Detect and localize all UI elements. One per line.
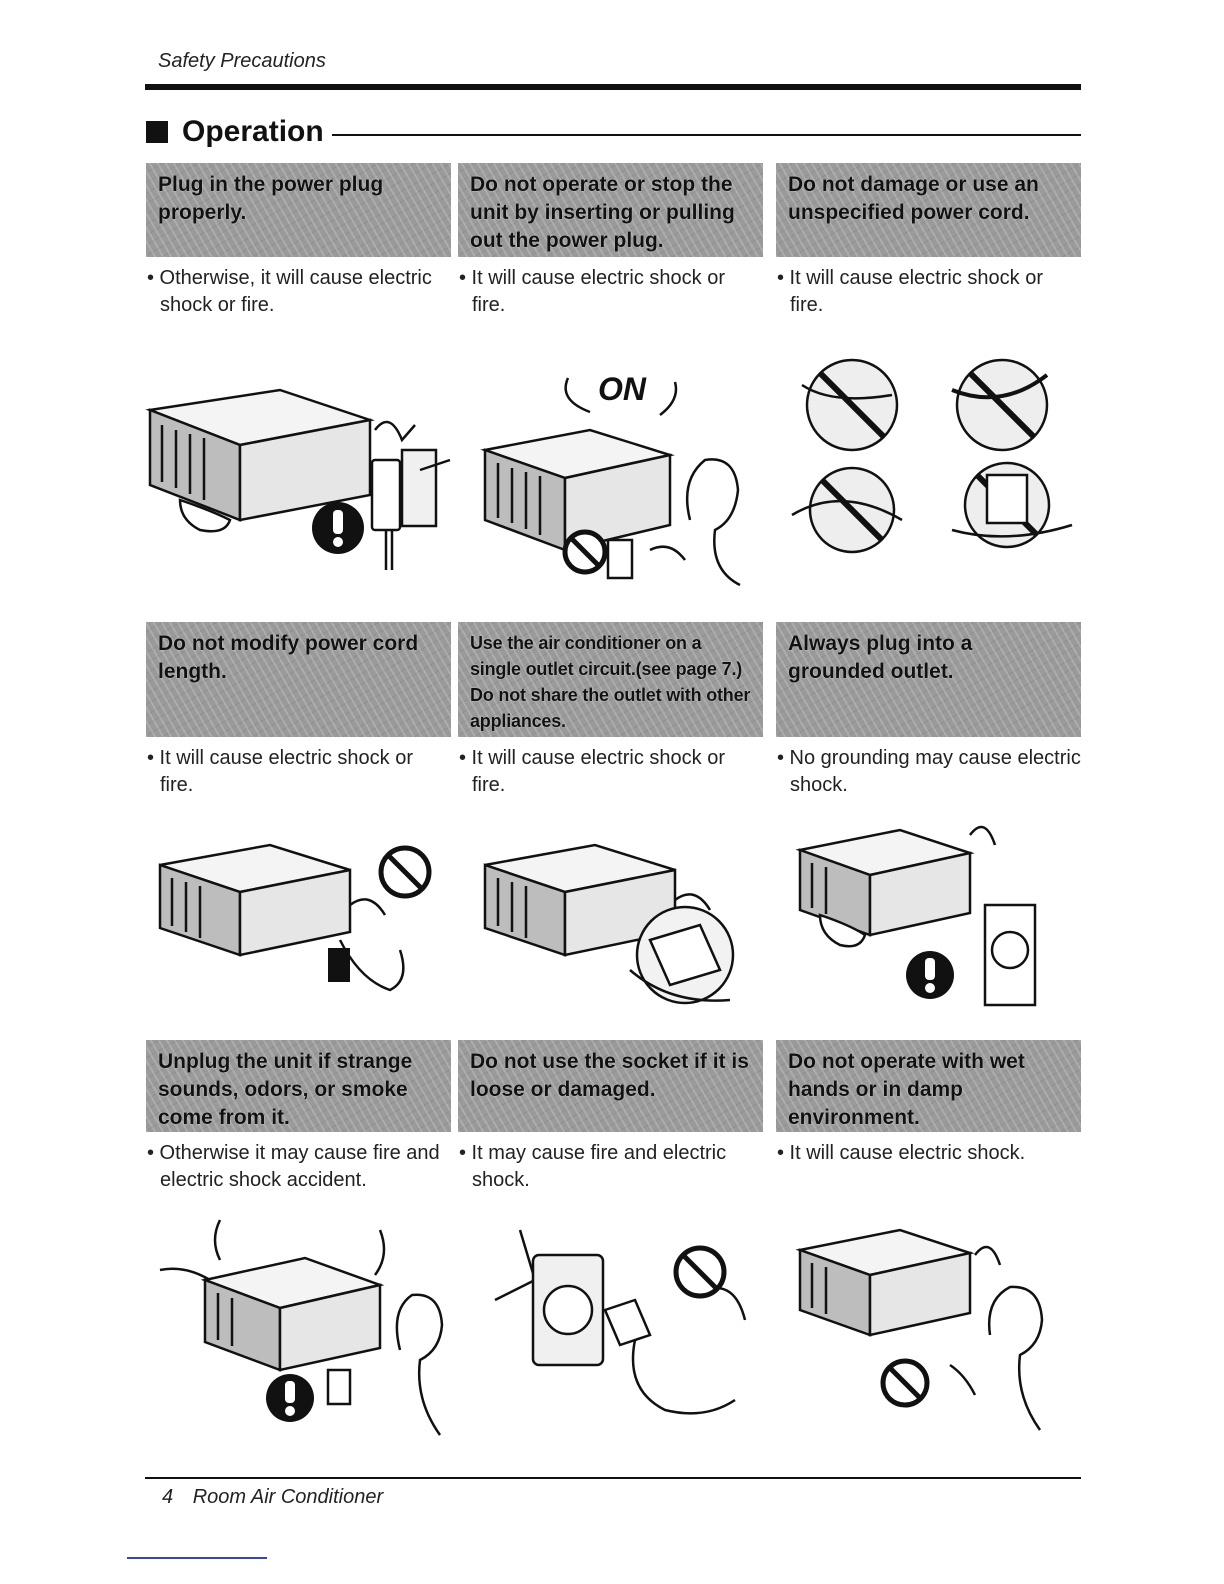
section-rule: [331, 134, 1081, 136]
card-title: Unplug the unit if strange sounds, odors…: [158, 1050, 413, 1129]
card-description: • It will cause electric shock or fire.: [459, 747, 725, 796]
card-title: Do not modify power cord length.: [158, 632, 419, 683]
card-title: Do not operate with wet hands or in damp…: [788, 1050, 1025, 1129]
card-description: • Otherwise it may cause fire and electr…: [147, 1142, 440, 1191]
card-banner: Do not modify power cord length.: [146, 622, 451, 737]
bottom-link-underline: [127, 1557, 267, 1559]
card-banner: Plug in the power plug properly.: [146, 163, 451, 257]
on-callout: ON: [598, 371, 647, 407]
card-banner: Do not damage or use an unspecified powe…: [776, 163, 1081, 257]
illustration-plug-properly: [145, 388, 451, 570]
card-banner: Do not use the socket if it is loose or …: [458, 1040, 763, 1132]
illustration-loose-socket: [494, 1229, 747, 1415]
card-banner: Unplug the unit if strange sounds, odors…: [146, 1040, 451, 1132]
card-description: • It will cause electric shock or fire.: [459, 267, 725, 316]
manual-title: Room Air Conditioner: [192, 1486, 384, 1508]
card-title: Always plug into a grounded outlet.: [788, 632, 973, 683]
card-banner: Always plug into a grounded outlet.: [776, 622, 1081, 737]
page-number: 4: [162, 1486, 174, 1508]
card-banner: Use the air conditioner on a single outl…: [458, 622, 763, 737]
card-description: • It will cause electric shock or fire.: [777, 267, 1043, 316]
card-description: • It may cause fire and electric shock.: [459, 1142, 727, 1191]
card-banner: Do not operate with wet hands or in damp…: [776, 1040, 1081, 1132]
card-power-cord: Do not damage or use an unspecified powe…: [776, 163, 1081, 319]
illustration-power-cord: [791, 358, 1073, 554]
card-loose-socket: Do not use the socket if it is loose or …: [458, 1040, 763, 1194]
page-footer: 4 Room Air Conditioner: [162, 1486, 383, 1509]
card-wet-hands: Do not operate with wet hands or in damp…: [776, 1040, 1081, 1167]
card-grounded-outlet: Always plug into a grounded outlet. • No…: [776, 622, 1081, 799]
card-modify-cord: Do not modify power cord length. • It wi…: [146, 622, 451, 799]
running-head: Safety Precautions: [158, 50, 326, 72]
section-heading: Operation: [146, 112, 1081, 152]
footer-rule: [145, 1477, 1081, 1479]
card-plug-properly: Plug in the power plug properly. • Other…: [146, 163, 451, 319]
card-description: • No grounding may cause electric shock.: [777, 747, 1081, 796]
illustration-single-outlet: [483, 843, 735, 1005]
card-single-outlet: Use the air conditioner on a single outl…: [458, 622, 763, 799]
card-no-plug-operation: Do not operate or stop the unit by inser…: [458, 163, 763, 319]
illustration-modify-cord: [158, 843, 432, 992]
card-description: • Otherwise, it will cause electric shoc…: [147, 267, 432, 316]
card-description: • It will cause electric shock.: [777, 1142, 1026, 1164]
card-title: Do not damage or use an unspecified powe…: [788, 173, 1039, 224]
section-title: Operation: [182, 115, 324, 148]
card-title: Use the air conditioner on a single outl…: [470, 633, 751, 731]
card-title: Do not operate or stop the unit by inser…: [470, 173, 735, 252]
illustration-grounded-outlet: [795, 825, 1037, 1007]
top-rule: [145, 84, 1081, 90]
illustration-wet-hands: [795, 1228, 1044, 1431]
card-title: Plug in the power plug properly.: [158, 173, 384, 224]
section-bullet-icon: [146, 121, 168, 143]
illustration-unplug-strange: [159, 1219, 444, 1436]
illustration-no-plug-operation: ON: [480, 371, 741, 587]
card-description: • It will cause electric shock or fire.: [147, 747, 413, 796]
card-unplug-strange: Unplug the unit if strange sounds, odors…: [146, 1040, 451, 1194]
card-banner: Do not operate or stop the unit by inser…: [458, 163, 763, 257]
card-title: Do not use the socket if it is loose or …: [470, 1050, 749, 1101]
